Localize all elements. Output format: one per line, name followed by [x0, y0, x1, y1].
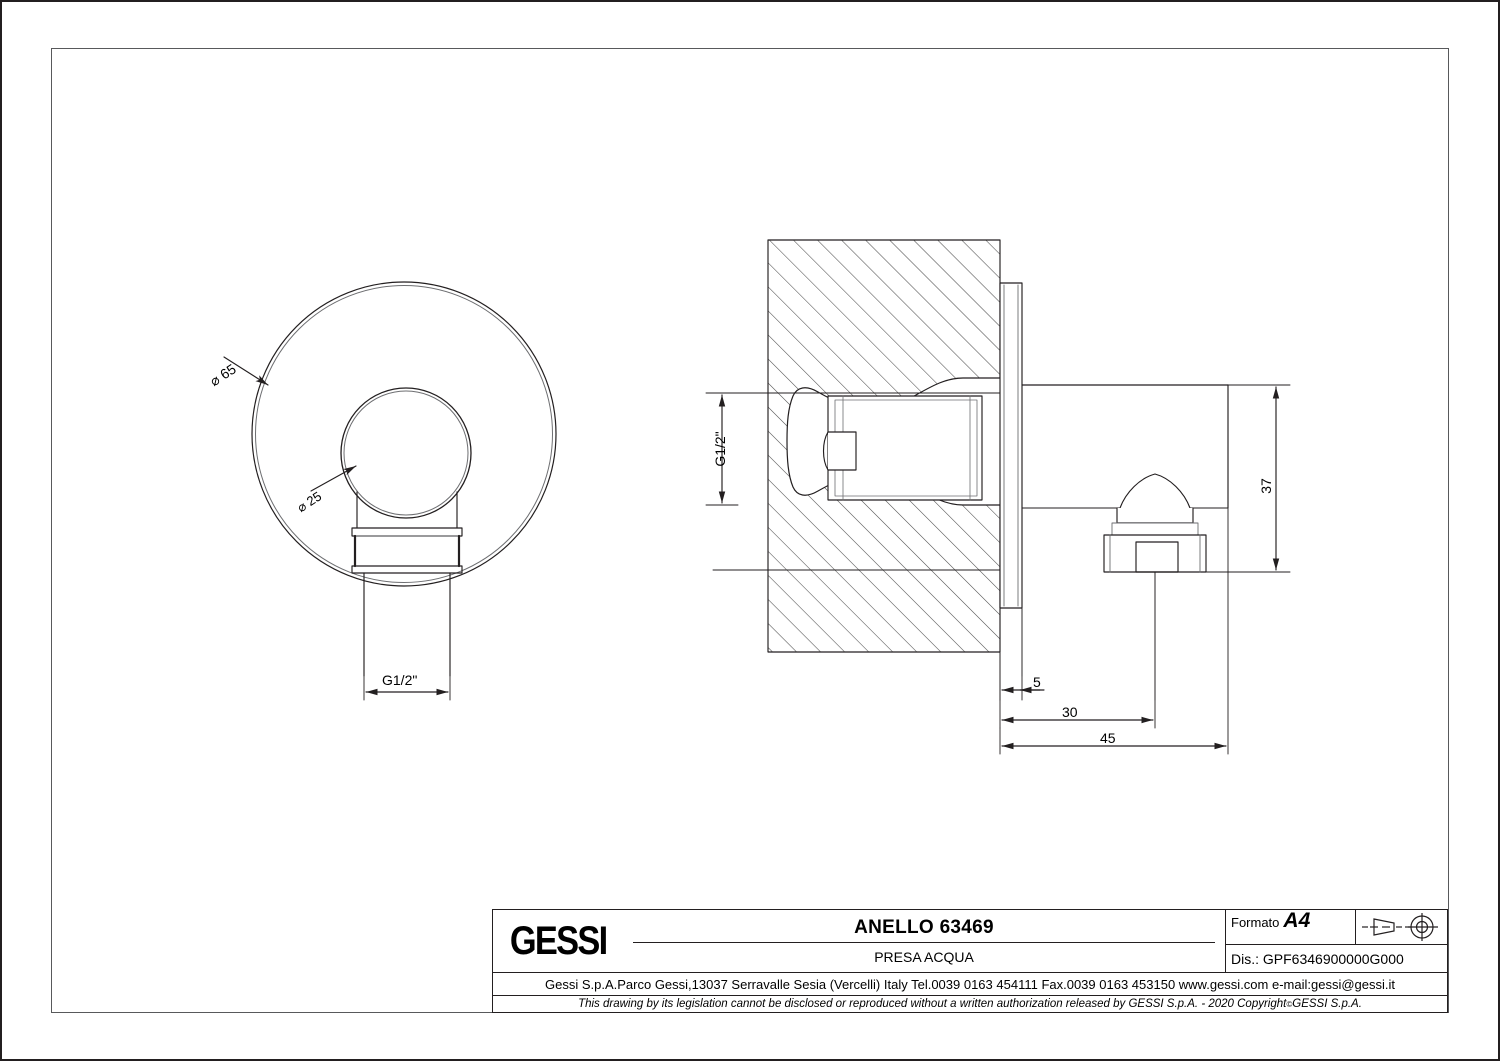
legal-notice: This drawing by its legislation cannot b… [493, 996, 1447, 1012]
dim-label-height-37: 37 [1258, 478, 1274, 494]
dim-label-plate-5: 5 [1033, 674, 1041, 690]
legal-text-a: This drawing by its legislation cannot b… [578, 998, 1287, 1010]
first-angle-projection-icon [1361, 913, 1438, 941]
drawing-frame [51, 48, 1449, 1013]
title-block-upper: GESSI ANELLO 63469 PRESA ACQUA Formato A… [493, 910, 1447, 973]
dim-label-thread-section: G1/2" [712, 431, 728, 467]
dim-label-mid-30: 30 [1062, 704, 1078, 720]
legal-text-b: GESSI S.p.A. [1292, 998, 1362, 1010]
drawing-title: ANELLO 63469 [854, 917, 994, 938]
drawing-number: Dis.: GPF6346900000G000 [1231, 950, 1404, 967]
format-value: A4 [1283, 909, 1311, 932]
dim-label-total-45: 45 [1100, 730, 1116, 746]
format-cell: Formato A4 [1226, 910, 1355, 944]
title-block: GESSI ANELLO 63469 PRESA ACQUA Formato A… [492, 909, 1448, 1013]
title-block-right: Formato A4 [1225, 910, 1447, 972]
format-label: Formato [1231, 915, 1280, 930]
title-divider [633, 942, 1215, 943]
drawing-subtitle: PRESA ACQUA [874, 949, 974, 965]
copyright-mark: © [1286, 999, 1293, 1009]
company-address: Gessi S.p.A.Parco Gessi,13037 Serravalle… [493, 973, 1447, 996]
title-block-center: ANELLO 63469 PRESA ACQUA [623, 910, 1225, 972]
dim-label-thread-front: G1/2" [382, 672, 418, 688]
gessi-logo: GESSI [493, 910, 623, 972]
format-row: Formato A4 [1226, 910, 1447, 945]
gessi-logo-text: GESSI [509, 919, 608, 963]
projection-symbol-cell [1355, 910, 1447, 944]
